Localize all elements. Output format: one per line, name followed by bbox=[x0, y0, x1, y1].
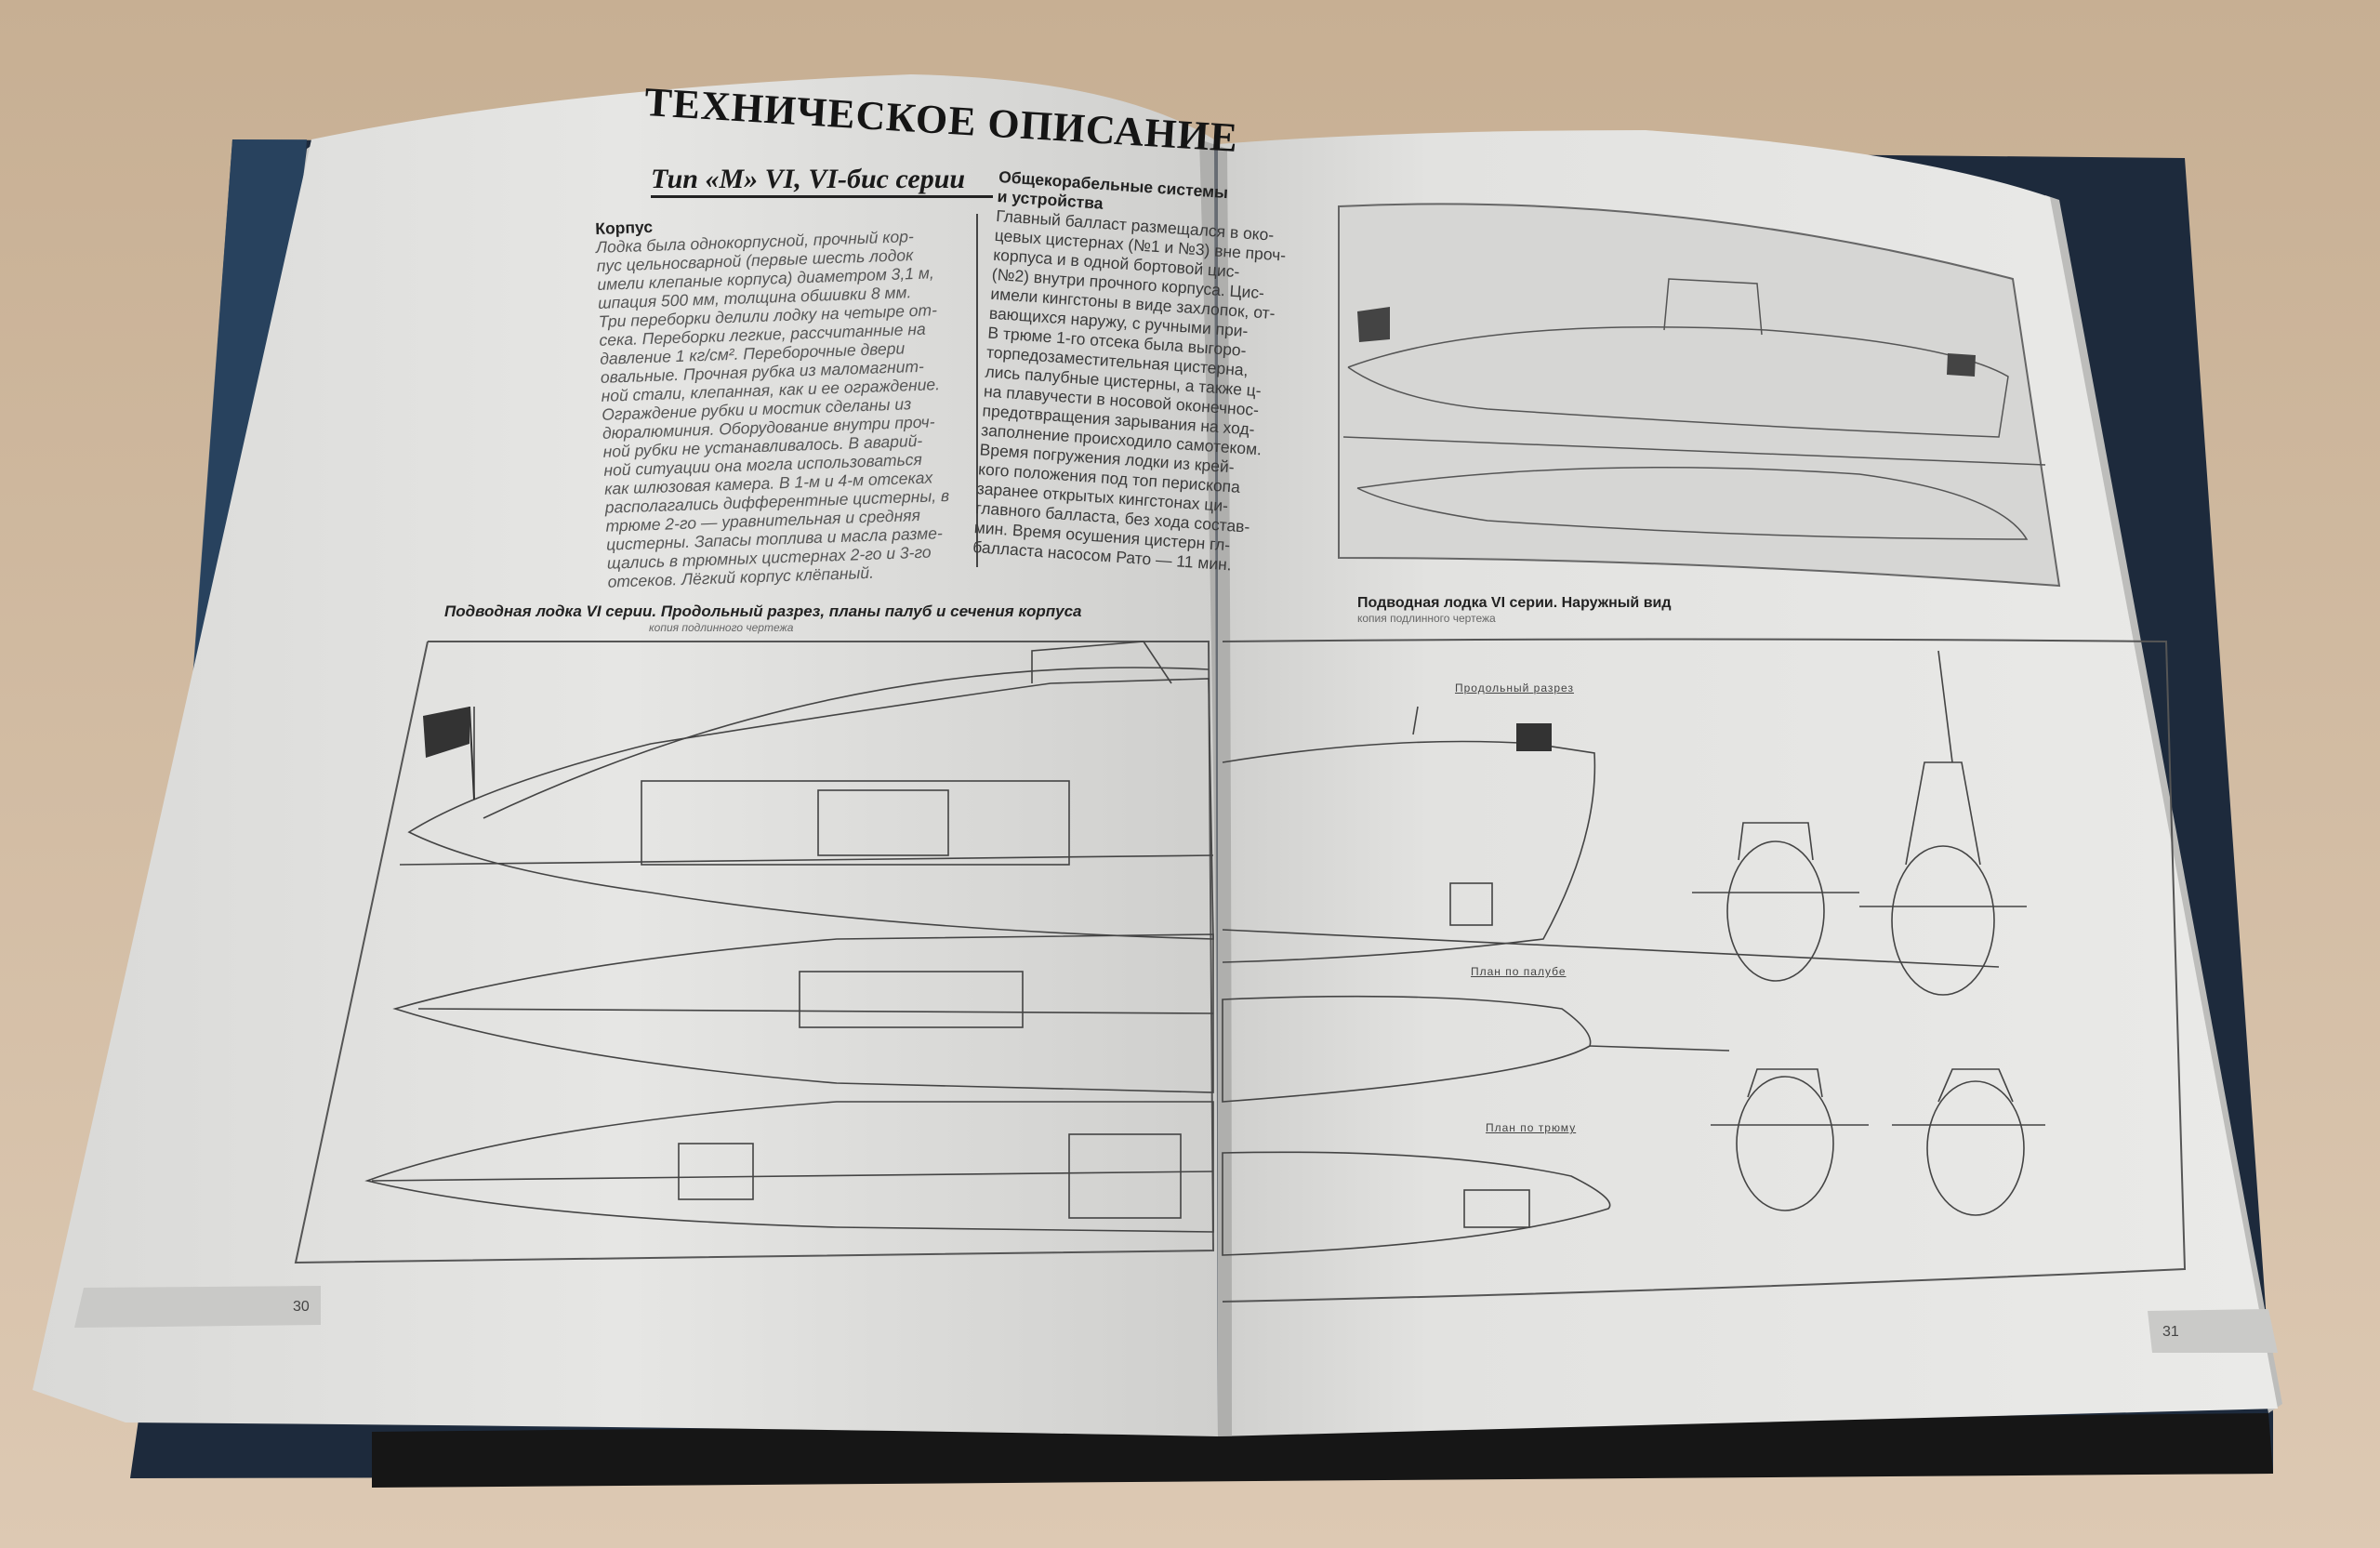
caption-subtext: копия подлинного чертежа bbox=[649, 621, 794, 634]
right-drawing-frame bbox=[1222, 638, 2187, 1303]
drawing-label-hold-plan: План по трюму bbox=[1486, 1121, 1577, 1134]
page-subtitle: Тип «М» VI, VI-бис серии bbox=[651, 164, 994, 198]
caption-text: Подводная лодка VI серии. Наружный вид bbox=[1357, 595, 1672, 611]
right-exterior-drawing bbox=[1338, 203, 2061, 588]
drawing-label-longitudinal: Продольный разрез bbox=[1455, 681, 1574, 695]
section-hull-column: Корпус Лодка была однокорпусной, прочный… bbox=[595, 207, 952, 591]
right-page-tab bbox=[2148, 1309, 2278, 1353]
right-longitudinal-section-drawing bbox=[1222, 706, 2000, 968]
flag-icon bbox=[423, 706, 475, 800]
right-deck-plan-drawing bbox=[1222, 995, 1730, 1103]
caption-subtext: копия подлинного чертежа bbox=[1357, 612, 1496, 625]
left-page-tab bbox=[74, 1286, 321, 1328]
hull-cross-sections-drawing bbox=[1692, 650, 2045, 1216]
gutter-shadow bbox=[1199, 139, 1232, 1436]
left-figure-caption: Подводная лодка VI серии. Продольный раз… bbox=[444, 602, 1082, 634]
left-deck-plan-drawing bbox=[392, 933, 1214, 1093]
right-figure-caption: Подводная лодка VI серии. Наружный вид к… bbox=[1357, 595, 1672, 625]
page-number-left: 30 bbox=[293, 1299, 310, 1315]
book-spine bbox=[372, 1413, 2273, 1488]
flag-icon bbox=[1357, 307, 1976, 377]
flag-icon bbox=[1516, 723, 1552, 751]
section-systems-column: Общекорабельные системы и устройства Гла… bbox=[972, 167, 1291, 577]
right-hold-plan-drawing bbox=[1222, 1151, 1611, 1256]
column-divider bbox=[976, 214, 978, 567]
right-exterior-submarine bbox=[1342, 278, 2046, 540]
caption-text: Подводная лодка VI серии. Продольный раз… bbox=[444, 602, 1082, 620]
drawing-label-deck-plan: План по палубе bbox=[1471, 965, 1567, 978]
page-number-right: 31 bbox=[2162, 1324, 2179, 1340]
left-page bbox=[33, 74, 1218, 1436]
left-drawing-frame bbox=[294, 640, 1215, 1264]
left-hold-plan-drawing bbox=[364, 1101, 1214, 1233]
